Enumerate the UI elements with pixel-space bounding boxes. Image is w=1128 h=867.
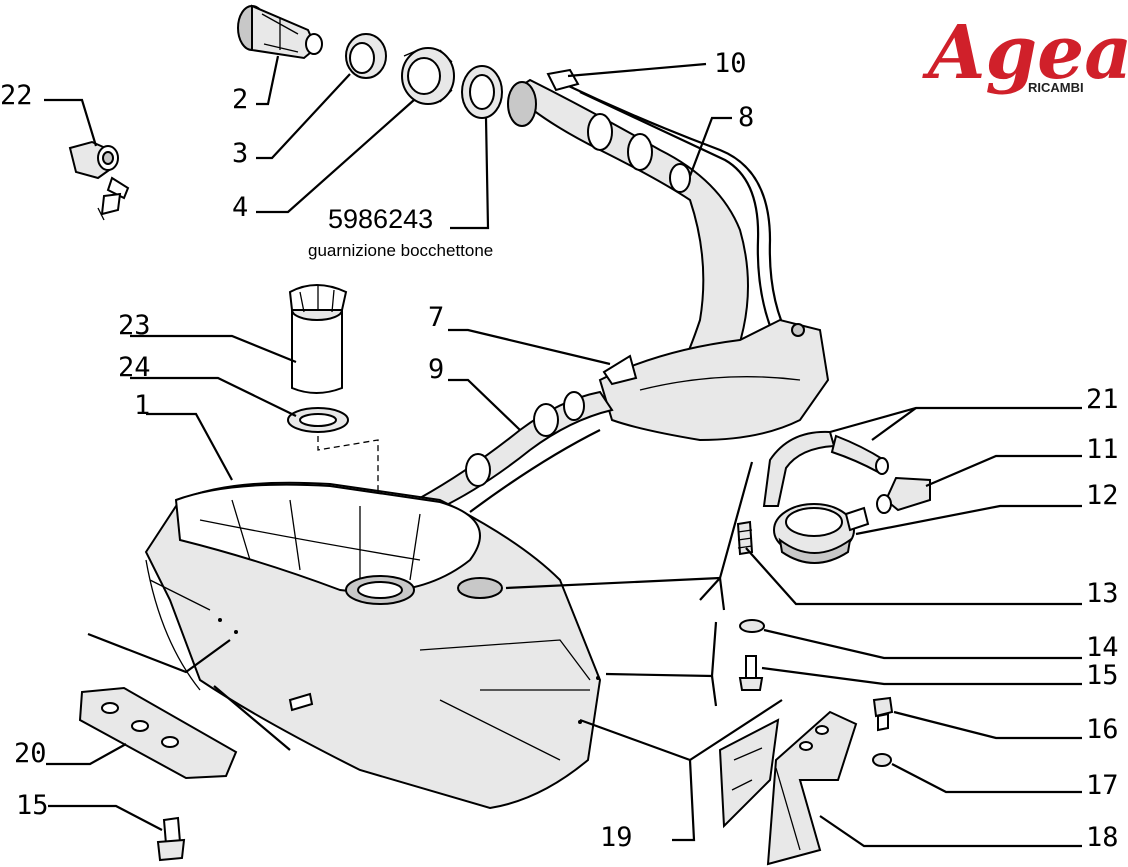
label-2: 2 xyxy=(232,84,248,115)
part-3-ring xyxy=(345,33,387,79)
label-17: 17 xyxy=(1086,770,1119,801)
part-23-fuel-pump xyxy=(288,284,348,394)
label-4: 4 xyxy=(232,192,248,223)
part-15-bolt-upper xyxy=(738,655,764,691)
label-23: 23 xyxy=(118,310,151,341)
part-16-bolt xyxy=(872,696,894,732)
logo-subtitle: RICAMBI xyxy=(1028,80,1084,95)
label-9: 9 xyxy=(428,354,444,385)
label-11: 11 xyxy=(1086,434,1119,465)
label-12: 12 xyxy=(1086,480,1119,511)
part-22-lock-cylinder xyxy=(68,140,130,221)
part-11-hose-elbow xyxy=(876,476,931,514)
part-19-bracket xyxy=(718,718,780,829)
part-13-valve-fitting xyxy=(736,520,754,556)
logo-brand: Agea xyxy=(922,10,1128,96)
part-12-vent-valve xyxy=(773,503,870,564)
label-7: 7 xyxy=(428,302,444,333)
part-14-washer xyxy=(739,619,765,633)
part-number-labels: 2 3 4 22 10 8 7 9 23 24 1 21 11 12 13 14… xyxy=(0,48,1119,853)
label-22: 22 xyxy=(0,80,33,111)
part-17-nut xyxy=(872,753,892,767)
label-3: 3 xyxy=(232,138,248,169)
part-8-filler-pipe xyxy=(507,68,791,371)
part-7-filler-housing xyxy=(598,318,830,442)
part-1-fuel-tank xyxy=(144,481,602,810)
leader-lines xyxy=(44,55,1082,848)
label-1: 1 xyxy=(134,390,150,421)
label-18: 18 xyxy=(1086,822,1119,853)
seal-part-number: 5986243 xyxy=(328,204,433,234)
label-14: 14 xyxy=(1086,632,1119,663)
agea-logo: Agea RICAMBI xyxy=(922,10,1128,96)
part-15-bolt-lower xyxy=(156,816,186,862)
label-19: 19 xyxy=(600,822,633,853)
part-9-breather-hose xyxy=(418,390,614,514)
part-24-pump-seal xyxy=(287,407,349,433)
part-20-support-strap xyxy=(78,686,238,780)
label-15-right: 15 xyxy=(1086,660,1119,691)
label-15-left: 15 xyxy=(16,790,49,821)
part-4-neck-flange xyxy=(401,47,455,105)
seal-caption: guarnizione bocchettone xyxy=(308,241,493,260)
label-13: 13 xyxy=(1086,578,1119,609)
label-24: 24 xyxy=(118,352,151,383)
part-2-filler-cap xyxy=(237,4,323,60)
label-16: 16 xyxy=(1086,714,1119,745)
label-20: 20 xyxy=(14,738,47,769)
filler-neck-seal xyxy=(461,65,503,119)
label-10: 10 xyxy=(714,48,747,79)
part-21-vent-hose xyxy=(762,430,889,507)
label-21: 21 xyxy=(1086,384,1119,415)
label-8: 8 xyxy=(738,102,754,133)
part-18-mounting-bracket xyxy=(766,710,858,866)
